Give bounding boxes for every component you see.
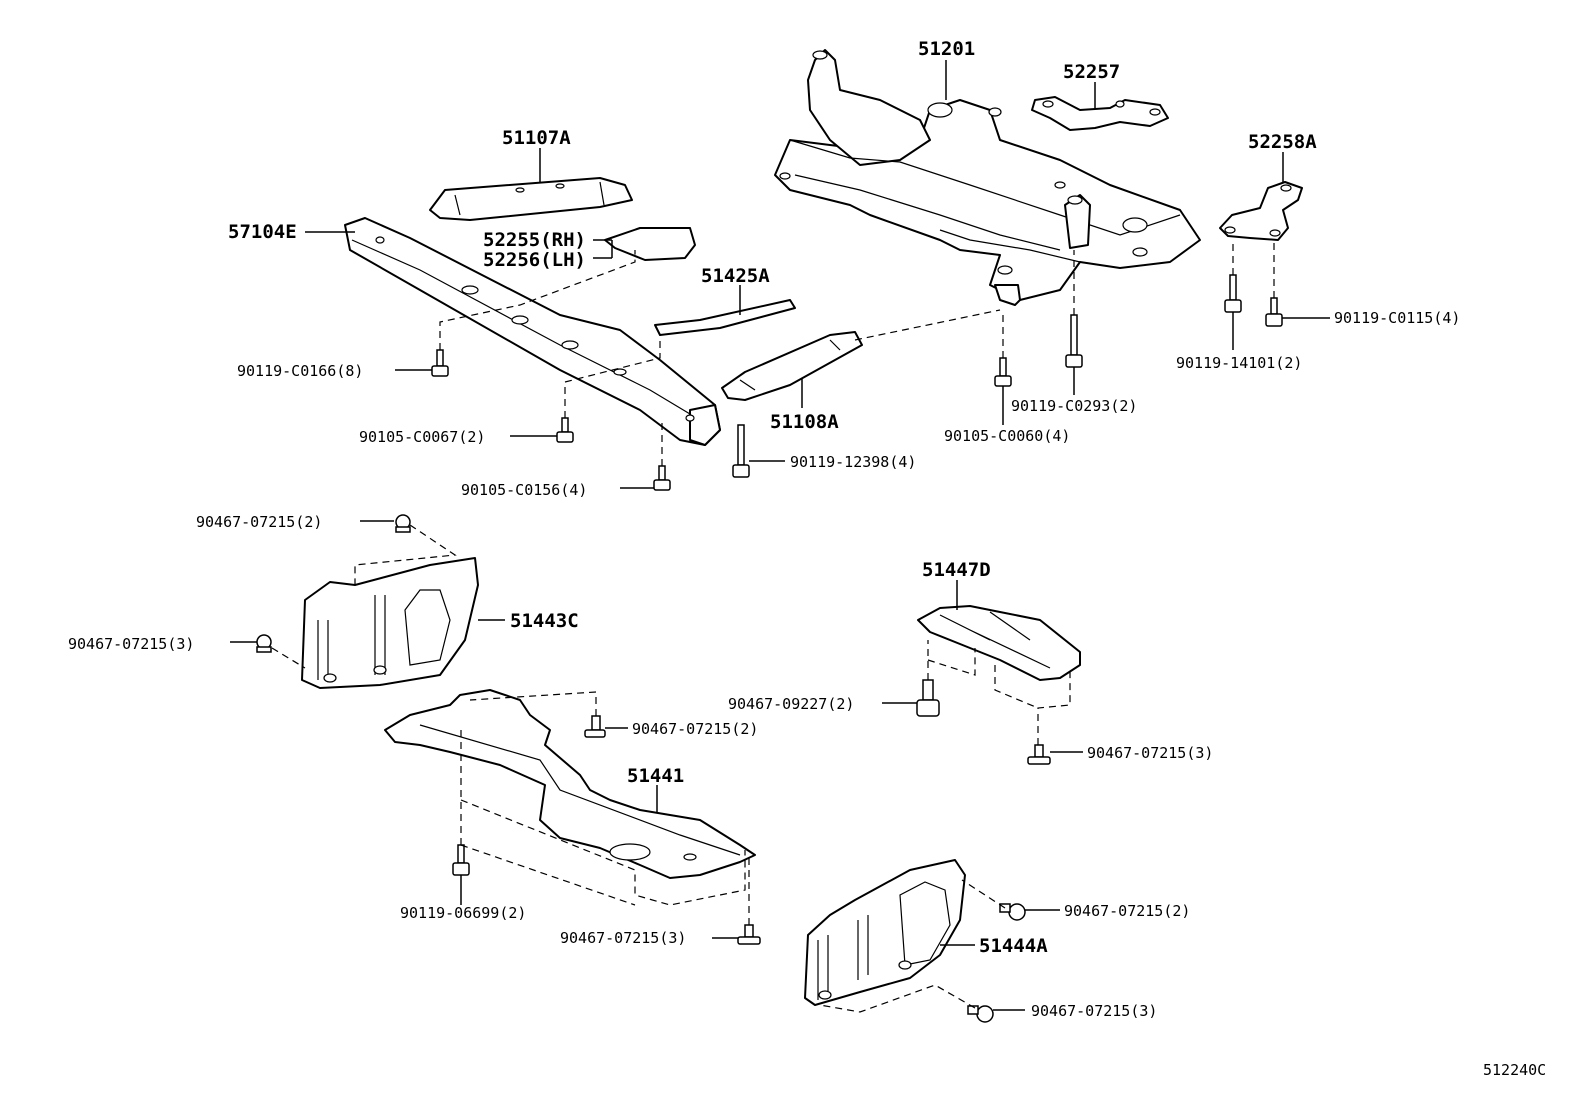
bolt-c0293 — [1065, 314, 1083, 368]
label-51443C: 51443C — [510, 610, 579, 632]
label-90467-07215-g: 90467-07215(3) — [1031, 1002, 1157, 1020]
clip-09227 — [916, 679, 940, 717]
reinforcement-51107A — [429, 177, 633, 221]
bolt-14101 — [1224, 274, 1242, 313]
bolt-c0156 — [653, 465, 671, 491]
clip-07215-d — [1027, 744, 1051, 765]
label-90119-06699: 90119-06699(2) — [400, 904, 526, 922]
cover-51441 — [384, 689, 756, 879]
label-51441: 51441 — [627, 765, 684, 787]
fastener-labels: 90119-C0115(4) 90119-14101(2) 90119-C016… — [68, 309, 1460, 1020]
label-90119-C0166: 90119-C0166(8) — [237, 362, 363, 380]
label-90105-C0060: 90105-C0060(4) — [944, 427, 1070, 445]
clip-07215-b — [256, 634, 272, 653]
label-90119-C0115: 90119-C0115(4) — [1334, 309, 1460, 327]
label-90105-C0067: 90105-C0067(2) — [359, 428, 485, 446]
leader-lines — [230, 60, 1330, 1011]
clip-07215-a — [395, 514, 411, 533]
cover-51444A — [804, 859, 966, 1006]
label-90467-09227: 90467-09227(2) — [728, 695, 854, 713]
fastener-glyphs — [256, 274, 1283, 1023]
bolt-06699 — [452, 844, 470, 876]
label-90467-07215-c: 90467-07215(2) — [632, 720, 758, 738]
label-52255: 52255(RH) — [483, 229, 586, 251]
clip-07215-e — [737, 924, 761, 945]
bracket-52255-52256 — [604, 227, 696, 261]
label-90119-12398: 90119-12398(4) — [790, 453, 916, 471]
bolt-c0067 — [556, 417, 574, 443]
label-51107A: 51107A — [502, 127, 571, 149]
clip-07215-g — [967, 1005, 994, 1023]
label-90467-07215-b: 90467-07215(3) — [68, 635, 194, 653]
label-90105-C0156: 90105-C0156(4) — [461, 481, 587, 499]
reinforcement-51108A — [721, 331, 863, 401]
label-90467-07215-d: 90467-07215(3) — [1087, 744, 1213, 762]
bolt-c0115 — [1265, 297, 1283, 327]
label-90467-07215-e: 90467-07215(3) — [560, 929, 686, 947]
stopper-52257 — [1031, 96, 1169, 131]
cover-51447D — [917, 605, 1081, 681]
part-labels: 51201 52257 52258A 51107A 57104E 52255(R… — [228, 38, 1317, 957]
bolt-c0166 — [431, 349, 449, 377]
bolt-12398 — [732, 424, 750, 478]
label-51201: 51201 — [918, 38, 975, 60]
label-51444A: 51444A — [979, 935, 1048, 957]
label-90119-14101: 90119-14101(2) — [1176, 354, 1302, 372]
label-51108A: 51108A — [770, 411, 839, 433]
label-51425A: 51425A — [701, 265, 770, 287]
cover-51443C — [301, 557, 479, 689]
member-57104E — [344, 217, 721, 446]
clip-07215-c — [584, 715, 606, 738]
label-52256: 52256(LH) — [483, 249, 586, 271]
label-51447D: 51447D — [922, 559, 991, 581]
figure-id: 512240C — [1483, 1061, 1546, 1079]
label-57104E: 57104E — [228, 221, 297, 243]
assembly-lines — [271, 240, 1275, 1013]
crossmember-51201 — [774, 49, 1201, 306]
label-52258A: 52258A — [1248, 131, 1317, 153]
brace-51425A — [654, 299, 796, 336]
label-52257: 52257 — [1063, 61, 1120, 83]
label-90467-07215-a: 90467-07215(2) — [196, 513, 322, 531]
label-90119-C0293: 90119-C0293(2) — [1011, 397, 1137, 415]
bolt-c0060 — [994, 357, 1012, 387]
stopper-52258A — [1219, 181, 1303, 241]
label-90467-07215-f: 90467-07215(2) — [1064, 902, 1190, 920]
clip-07215-f — [999, 903, 1026, 921]
